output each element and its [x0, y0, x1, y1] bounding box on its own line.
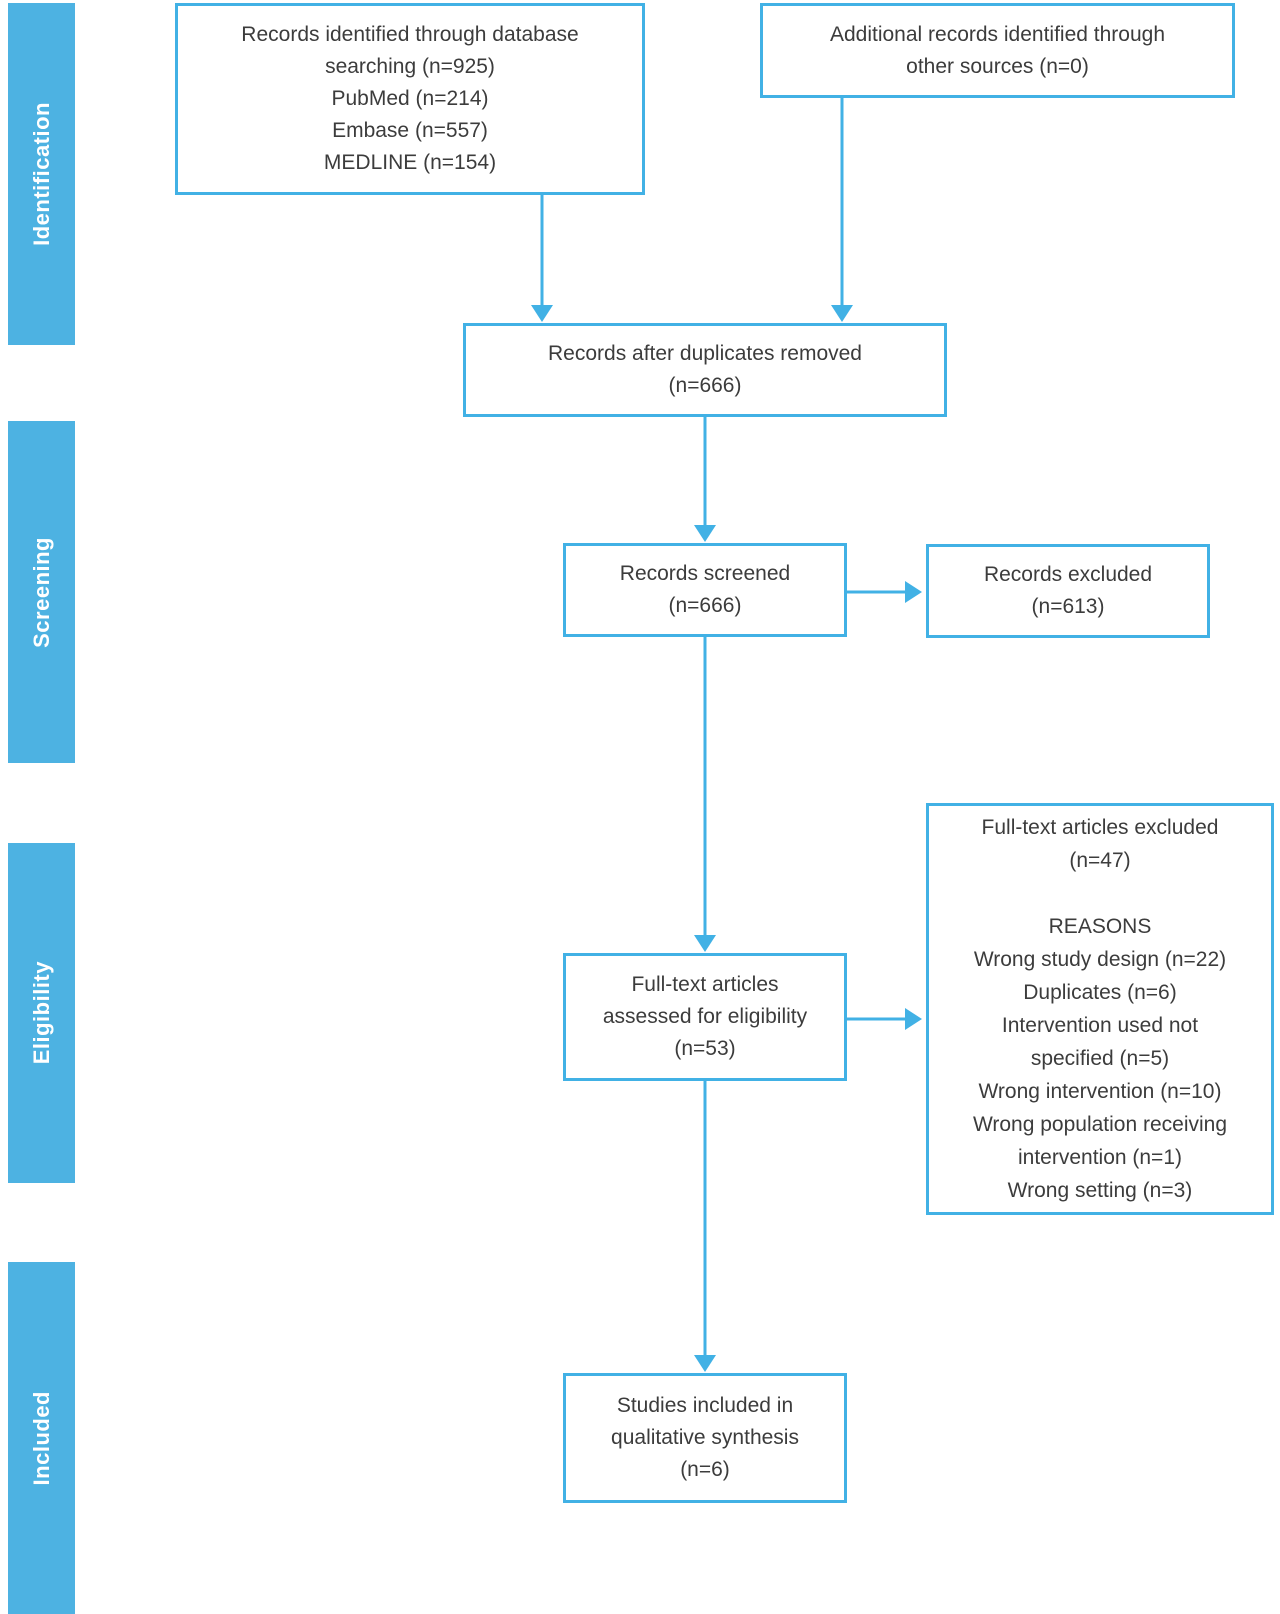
box-text: Studies included in qualitative synthesi…: [611, 1394, 799, 1481]
box-text: Full-text articles excluded (n=47) REASO…: [972, 816, 1228, 1202]
stage-label-identification: Identification: [8, 3, 75, 345]
stage-label-text: Screening: [28, 536, 54, 648]
box-text: Records excluded (n=613): [983, 563, 1153, 618]
box-text: Records after duplicates removed (n=666): [548, 342, 862, 397]
box-records-identified: Records identified through database sear…: [175, 3, 645, 195]
stage-label-text: Included: [28, 1390, 54, 1486]
arrow-down-fulltext-to-included-icon: [694, 1081, 716, 1372]
stage-label-text: Eligibility: [28, 961, 54, 1065]
box-additional-records: Additional records identified through ot…: [760, 3, 1235, 98]
box-text: Full-text articles assessed for eligibil…: [602, 973, 808, 1060]
box-text: Additional records identified through ot…: [829, 22, 1166, 78]
stage-label-eligibility: Eligibility: [8, 843, 75, 1183]
stage-label-screening: Screening: [8, 421, 75, 763]
box-studies-included: Studies included in qualitative synthesi…: [563, 1373, 847, 1503]
arrow-down-identified-to-deduped-icon: [531, 195, 553, 322]
stage-label-included: Included: [8, 1262, 75, 1614]
arrow-down-additional-to-deduped-icon: [831, 98, 853, 322]
box-text: Records screened (n=666): [619, 562, 791, 617]
box-records-excluded: Records excluded (n=613): [926, 544, 1210, 638]
arrow-right-screened-to-excluded-icon: [847, 581, 922, 603]
stage-label-text: Identification: [28, 102, 54, 246]
box-fulltext-excluded: Full-text articles excluded (n=47) REASO…: [926, 803, 1274, 1215]
arrow-down-deduped-to-screened-icon: [694, 417, 716, 542]
box-fulltext-assessed: Full-text articles assessed for eligibil…: [563, 953, 847, 1081]
arrow-right-fulltext-to-excluded-icon: [847, 1008, 922, 1030]
box-text: Records identified through database sear…: [241, 23, 579, 174]
box-records-screened: Records screened (n=666): [563, 543, 847, 637]
arrow-down-screened-to-fulltext-icon: [694, 637, 716, 952]
box-records-after-duplicates-removed: Records after duplicates removed (n=666): [463, 323, 947, 417]
